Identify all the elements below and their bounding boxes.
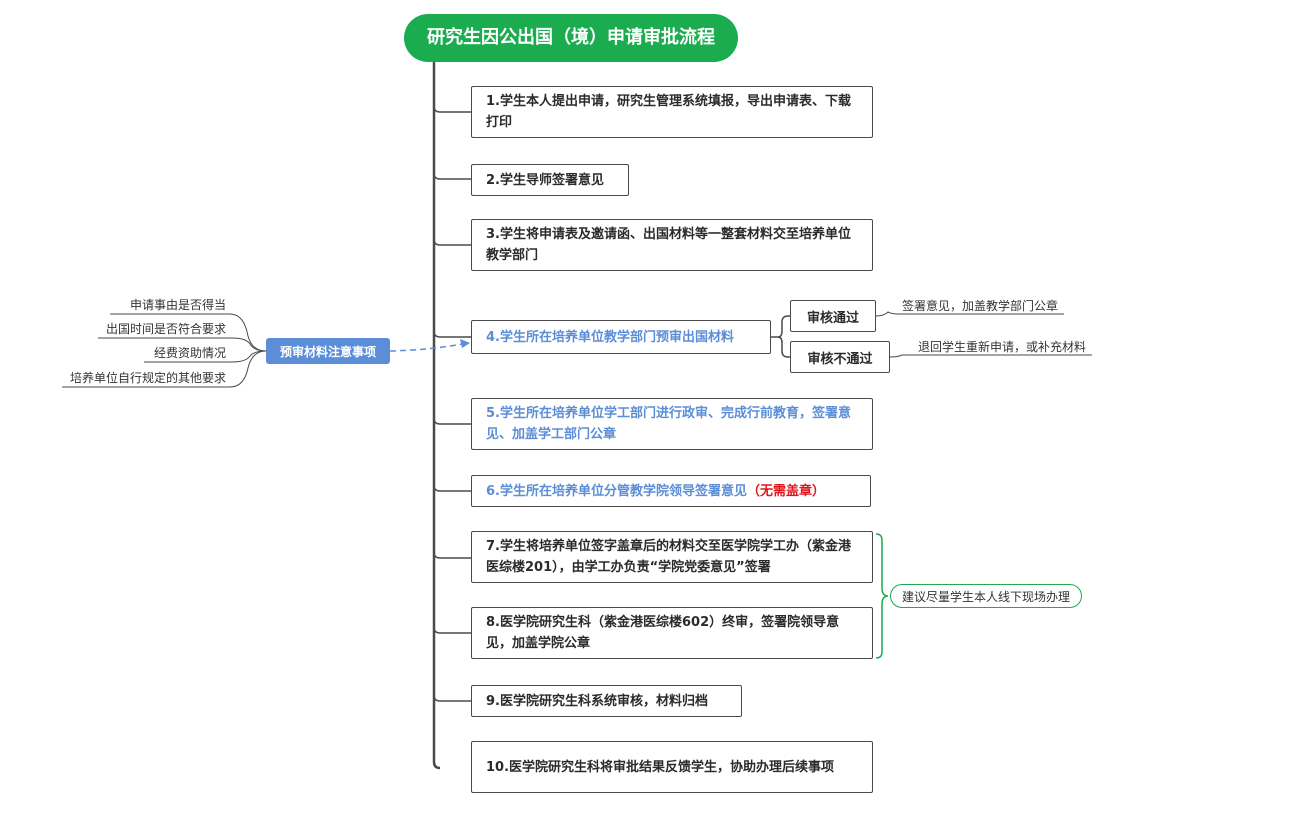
step-1: 1.学生本人提出申请，研究生管理系统填报，导出申请表、下载打印 — [471, 86, 873, 138]
review-fail-label: 审核不通过 — [807, 351, 873, 367]
precheck-label: 预审材料注意事项 — [279, 344, 376, 359]
step-1-label: 1.学生本人提出申请，研究生管理系统填报，导出申请表、下载打印 — [486, 94, 851, 130]
step-5-label: 5.学生所在培养单位学工部门进行政审、完成行前教育，签署意见、加盖学工部门公章 — [486, 406, 851, 442]
step-7: 7.学生将培养单位签字盖章后的材料交至医学院学工办（紫金港医综楼201），由学工… — [471, 531, 873, 583]
no-seal-note: （无需盖章） — [746, 483, 825, 499]
step-4: 4.学生所在培养单位教学部门预审出国材料 — [471, 320, 771, 354]
step-10-label: 10.医学院研究生科将审批结果反馈学生，协助办理后续事项 — [486, 759, 835, 775]
step-6: 6.学生所在培养单位分管教学院领导签署意见（无需盖章） — [471, 475, 871, 507]
suggestion-note: 建议尽量学生本人线下现场办理 — [890, 584, 1082, 608]
precheck-item-4: 培养单位自行规定的其他要求 — [69, 371, 226, 385]
review-fail-note: 退回学生重新申请，或补充材料 — [918, 340, 1087, 354]
step-8: 8.医学院研究生科（紫金港医综楼602）终审，签署院领导意见，加盖学院公章 — [471, 607, 873, 659]
step-6-label: 6.学生所在培养单位分管教学院领导签署意见（无需盖章） — [486, 483, 825, 499]
step-9: 9.医学院研究生科系统审核，材料归档 — [471, 685, 742, 717]
suggestion-label: 建议尽量学生本人线下现场办理 — [901, 589, 1070, 604]
precheck-node: 预审材料注意事项 — [266, 338, 390, 364]
precheck-item-2: 出国时间是否符合要求 — [105, 322, 226, 336]
review-pass-label: 审核通过 — [806, 310, 859, 326]
page-title: 研究生因公出国（境）申请审批流程 — [404, 14, 738, 62]
step-9-label: 9.医学院研究生科系统审核，材料归档 — [486, 693, 708, 709]
review-pass-note: 签署意见，加盖教学部门公章 — [902, 299, 1059, 313]
step-3-label: 3.学生将申请表及邀请函、出国材料等一整套材料交至培养单位教学部门 — [486, 227, 851, 263]
review-pass-box: 审核通过 — [790, 300, 876, 332]
step-5: 5.学生所在培养单位学工部门进行政审、完成行前教育，签署意见、加盖学工部门公章 — [471, 398, 873, 450]
step-8-label: 8.医学院研究生科（紫金港医综楼602）终审，签署院领导意见，加盖学院公章 — [486, 615, 840, 651]
step-2-label: 2.学生导师签署意见 — [486, 172, 604, 188]
step-7-label: 7.学生将培养单位签字盖章后的材料交至医学院学工办（紫金港医综楼201），由学工… — [486, 539, 851, 575]
step-4-label: 4.学生所在培养单位教学部门预审出国材料 — [486, 329, 734, 345]
step-10: 10.医学院研究生科将审批结果反馈学生，协助办理后续事项 — [471, 741, 873, 793]
precheck-item-3: 经费资助情况 — [153, 346, 226, 360]
step-3: 3.学生将申请表及邀请函、出国材料等一整套材料交至培养单位教学部门 — [471, 219, 873, 271]
precheck-item-1: 申请事由是否得当 — [129, 298, 226, 312]
step-2: 2.学生导师签署意见 — [471, 164, 629, 196]
review-fail-box: 审核不通过 — [790, 341, 890, 373]
